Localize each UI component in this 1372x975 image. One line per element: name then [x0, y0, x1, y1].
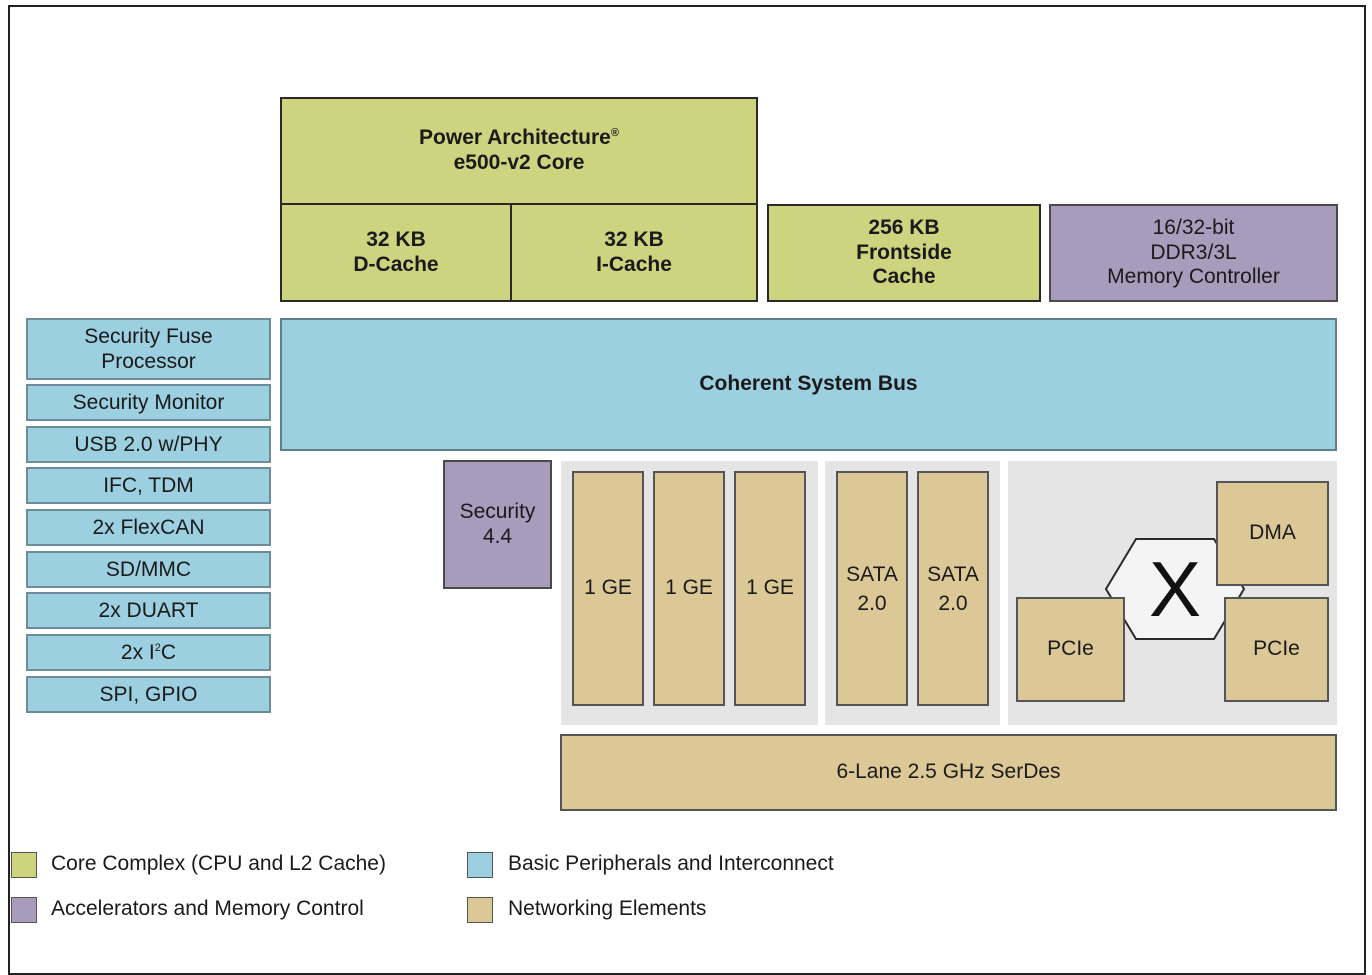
memctrl-width: 16/32-bit — [1152, 215, 1235, 239]
security-monitor: Security Monitor — [26, 384, 271, 421]
serdes-block: 6-Lane 2.5 GHz SerDes — [560, 734, 1337, 811]
sdmmc-label: SD/MMC — [105, 557, 192, 581]
flexcan-label: 2x FlexCAN — [92, 515, 205, 539]
sata-2: SATA 2.0 — [917, 471, 989, 706]
frontside-label: Frontside — [856, 240, 952, 264]
crossbar-hexagon — [1104, 538, 1246, 640]
spi-gpio-block: SPI, GPIO — [26, 676, 271, 713]
legend-swatch-accel — [11, 897, 37, 923]
spi-label: SPI, GPIO — [99, 682, 198, 706]
legend-net-label: Networking Elements — [508, 897, 707, 920]
ethernet-1: 1 GE — [572, 471, 644, 706]
i-cache-label: I-Cache — [596, 252, 672, 276]
duart-label: 2x DUART — [98, 598, 199, 622]
ethernet-2-label: 1 GE — [665, 576, 713, 600]
ethernet-2: 1 GE — [653, 471, 725, 706]
coherent-system-bus: Coherent System Bus — [280, 318, 1337, 451]
pcie-right-block: PCIe — [1224, 597, 1329, 702]
legend-swatch-core — [11, 852, 37, 878]
memory-controller-block: 16/32-bit DDR3/3L Memory Controller — [1049, 204, 1338, 302]
sfp-label-2: Processor — [101, 350, 196, 373]
i2c-label: 2x I2C — [121, 640, 176, 665]
i2c-block: 2x I2C — [26, 634, 271, 671]
duart-block: 2x DUART — [26, 592, 271, 629]
security-monitor-label: Security Monitor — [72, 390, 225, 414]
usb-label: USB 2.0 w/PHY — [74, 432, 223, 456]
i-cache-block: 32 KB I-Cache — [510, 203, 758, 302]
i2c-suffix: C — [160, 640, 177, 664]
d-cache-size: 32 KB — [366, 227, 426, 251]
ifc-label: IFC, TDM — [103, 473, 194, 497]
memctrl-type: DDR3/3L — [1150, 240, 1237, 264]
sd-mmc-block: SD/MMC — [26, 551, 271, 588]
ethernet-3: 1 GE — [734, 471, 806, 706]
dma-label: DMA — [1249, 521, 1296, 545]
frontside-label-2: Cache — [872, 265, 936, 289]
core-registered-mark: ® — [610, 127, 619, 140]
legend-swatch-basic — [467, 852, 493, 878]
security-engine-label: Security — [459, 500, 536, 523]
i2c-prefix: 2x I — [120, 640, 155, 664]
crossbar-symbol: X — [1149, 545, 1201, 633]
dma-block: DMA — [1216, 481, 1329, 586]
legend-core-label: Core Complex (CPU and L2 Cache) — [51, 852, 386, 875]
frontside-size: 256 KB — [868, 215, 940, 239]
pcie-right-label: PCIe — [1253, 637, 1300, 661]
d-cache-label: D-Cache — [353, 252, 439, 276]
security-fuse-processor: Security Fuse Processor — [26, 318, 271, 380]
sata-1: SATA 2.0 — [836, 471, 908, 706]
i-cache-size: 32 KB — [604, 227, 664, 251]
ifc-tdm-block: IFC, TDM — [26, 467, 271, 504]
bus-label: Coherent System Bus — [699, 372, 918, 396]
serdes-label: 6-Lane 2.5 GHz SerDes — [836, 760, 1061, 784]
i2c-superscript: 2 — [154, 641, 161, 654]
sata-2-label: SATA — [927, 563, 979, 586]
ethernet-3-label: 1 GE — [746, 576, 794, 600]
crossbar-switch: X — [1104, 538, 1246, 640]
pcie-left-label: PCIe — [1047, 637, 1094, 661]
ethernet-1-label: 1 GE — [584, 576, 632, 600]
legend-basic-label: Basic Peripherals and Interconnect — [508, 852, 834, 875]
pcie-left-block: PCIe — [1016, 597, 1125, 702]
memctrl-label: Memory Controller — [1107, 265, 1280, 289]
security-engine-version: 4.4 — [482, 524, 513, 548]
core-subtitle: e500-v2 Core — [453, 151, 585, 174]
core-title: Power Architecture — [419, 126, 611, 150]
legend-accel-label: Accelerators and Memory Control — [51, 897, 364, 920]
legend-swatch-net — [467, 897, 493, 923]
sfp-label-1: Security Fuse — [84, 324, 213, 348]
sata-2-version: 2.0 — [938, 591, 968, 615]
d-cache-block: 32 KB D-Cache — [280, 203, 512, 302]
e500-core-block: Power Architecture® e500-v2 Core — [280, 97, 758, 205]
usb-block: USB 2.0 w/PHY — [26, 426, 271, 463]
flexcan-block: 2x FlexCAN — [26, 509, 271, 546]
sata-1-version: 2.0 — [857, 591, 887, 615]
frontside-cache-block: 256 KB Frontside Cache — [767, 204, 1041, 302]
sata-1-label: SATA — [846, 563, 898, 586]
security-engine-block: Security 4.4 — [443, 460, 552, 589]
